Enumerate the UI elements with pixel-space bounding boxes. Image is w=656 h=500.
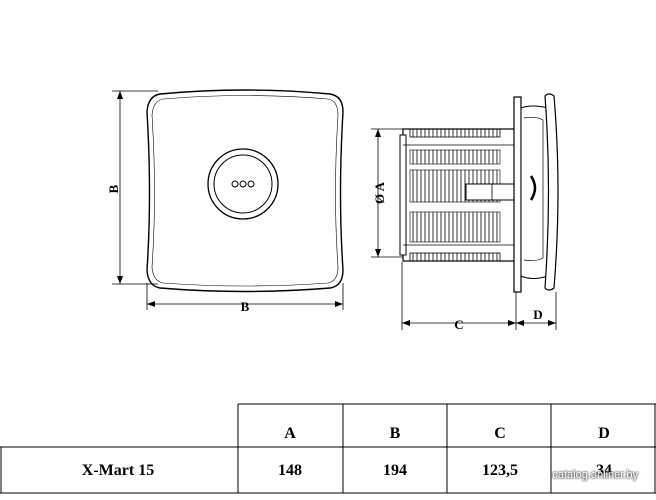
table-cell-a: 148 [278, 462, 302, 479]
dimension-diameter-a [371, 128, 403, 258]
motor-hub [529, 175, 537, 201]
duct-rib-upper-mid [409, 149, 501, 165]
dimension-label-d: D [533, 307, 542, 322]
motor-shaft [465, 183, 515, 201]
dimension-width-b [146, 283, 344, 310]
table-header-a: A [284, 425, 296, 442]
dimension-height-b [112, 90, 158, 285]
duct-rib-top [409, 128, 501, 138]
side-view: Ø A C D [371, 93, 559, 332]
dimension-label-width: B [241, 299, 250, 314]
duct-rib-bottom [409, 252, 501, 262]
dimension-depth-d [516, 292, 557, 330]
watermark: catalog.onliner.by [552, 469, 638, 481]
table-cell-b: 194 [383, 462, 407, 479]
front-cover-profile [544, 93, 559, 291]
duct-rib-lower-mid [409, 211, 501, 243]
front-panel-inner-edge [151, 95, 339, 287]
dimension-label-height: B [106, 184, 121, 193]
table-header-d: D [598, 425, 610, 442]
control-ring-inner [213, 154, 273, 214]
table-header-b: B [390, 425, 401, 442]
dimension-depth-c [401, 262, 517, 330]
table-cell-c: 123,5 [482, 462, 518, 479]
dimensions-table [0, 403, 656, 494]
indicator-dots-icon [231, 180, 255, 188]
dimension-label-c: C [454, 317, 463, 332]
table-row-model: X-Mart 15 [82, 462, 154, 479]
front-view: B B [106, 89, 344, 314]
duct-flange [399, 134, 407, 256]
mounting-plate [513, 96, 522, 293]
dimension-label-diameter: Ø A [372, 181, 387, 204]
table-cell-d: 34 [596, 462, 612, 479]
table-header-c: C [494, 425, 506, 442]
